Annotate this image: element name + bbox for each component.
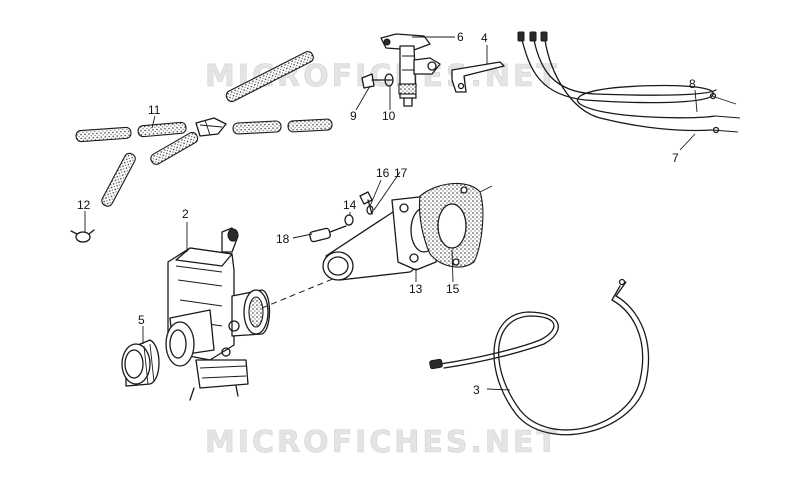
hose-assembly-part-11: [75, 51, 333, 207]
bolt-part-9: [361, 73, 393, 89]
washer-part-14: [344, 214, 354, 226]
callout-7: 7: [672, 151, 679, 165]
callout-14: 14: [343, 198, 357, 212]
callout-6: 6: [457, 30, 464, 44]
callout-11: 11: [148, 103, 161, 117]
watermark-bottom: MICROFICHES.NET: [205, 425, 560, 460]
gasket-extension-line: [479, 185, 493, 193]
callout-13: 13: [409, 282, 423, 296]
callout-8: 8: [689, 77, 696, 91]
callout-12: 12: [77, 198, 91, 212]
bracket-part-4: [451, 61, 505, 93]
fuel-tap-part-6: [380, 33, 441, 107]
hose-clip-part-12: [70, 229, 95, 243]
screw-part-16: [359, 191, 373, 215]
callout-2: 2: [182, 207, 189, 221]
gasket-part-15: [418, 182, 484, 268]
callout-15: 15: [446, 282, 460, 296]
assembly-axis: [261, 275, 341, 309]
sleeve-part-5: [121, 339, 160, 387]
callout-9: 9: [350, 109, 357, 123]
throttle-cables-parts-7-8: [517, 31, 741, 134]
washer-part-10: [384, 73, 394, 87]
callout-18: 18: [276, 232, 290, 246]
leader-lines: [84, 36, 698, 391]
callout-17: 17: [394, 166, 408, 180]
callout-5: 5: [138, 313, 145, 327]
callout-16: 16: [376, 166, 390, 180]
choke-cable-part-3: [429, 278, 650, 436]
callout-3: 3: [473, 383, 480, 397]
callout-labels: 2 3 4 5 6 7 8 9 10 11 12 13 14 15 16 17 …: [77, 30, 696, 397]
carburettor-part-2: [165, 227, 271, 401]
callout-10: 10: [382, 109, 396, 123]
callout-4: 4: [481, 31, 488, 45]
stud-part-18: [309, 225, 347, 243]
